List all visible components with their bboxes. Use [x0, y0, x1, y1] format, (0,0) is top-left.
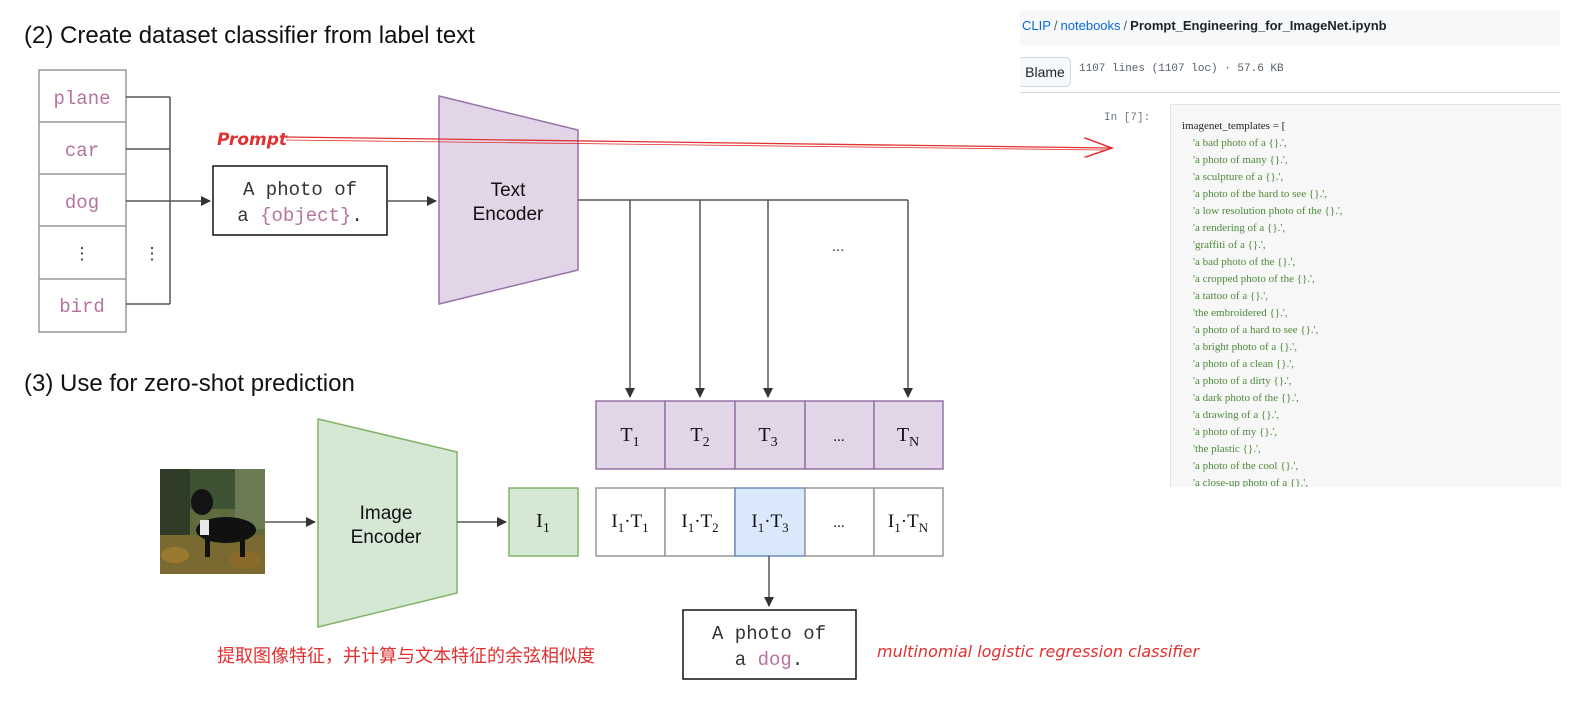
code-template-line: 'a low resolution photo of the {}.',: [1182, 205, 1343, 217]
template-lines: 'a bad photo of a {}.', 'a photo of many…: [1182, 135, 1343, 487]
similarity-ellipsis: ...: [833, 515, 844, 531]
image-encoder: Image Encoder: [317, 418, 458, 628]
code-template-line: 'a drawing of a {}.',: [1182, 409, 1279, 421]
code-template-line: 'a photo of my {}.',: [1182, 426, 1278, 438]
similarity-3-highlight: I1·T3: [751, 511, 788, 535]
code-template-line: 'a photo of a clean {}.',: [1182, 358, 1294, 370]
code-template-line: 'a tattoo of a {}.',: [1182, 290, 1269, 302]
code-template-line: 'a photo of the hard to see {}.',: [1182, 188, 1327, 200]
code-cell: imagenet_templates = [ 'a bad photo of a…: [1170, 104, 1561, 487]
text-feature-arrows: [578, 199, 913, 398]
section3-title: (3) Use for zero-shot prediction: [24, 370, 355, 397]
code-template-line: 'a cropped photo of the {}.',: [1182, 273, 1315, 285]
code-template-line: 'a close-up photo of a {}.',: [1182, 477, 1309, 487]
result-box: A photo of a dog.: [682, 609, 857, 680]
code-template-line: 'a bright photo of a {}.',: [1182, 341, 1298, 353]
prompt-template-line2: a {object}.: [237, 205, 362, 227]
label-ellipsis: ⋮: [74, 244, 91, 263]
label-connectors: [126, 96, 211, 305]
code-template-line: 'a photo of a dirty {}.',: [1182, 375, 1292, 387]
code-line-header: imagenet_templates = [: [1182, 120, 1286, 132]
image-feature: I1: [508, 487, 579, 557]
text-feature-row: T1 T2 T3 ... TN: [595, 400, 944, 470]
annotation-classifier: multinomial logistic regression classifi…: [877, 642, 1200, 661]
code-template-line: 'a photo of the cool {}.',: [1182, 460, 1299, 472]
code-template-line: 'a dark photo of the {}.',: [1182, 392, 1299, 404]
breadcrumb: CLIP/notebooks/Prompt_Engineering_for_Im…: [1022, 18, 1387, 33]
section2-title: (2) Create dataset classifier from label…: [24, 22, 475, 49]
text-encoder-line2: Encoder: [473, 204, 544, 225]
similarity-1: I1·T1: [611, 511, 648, 535]
prompt-template-line1: A photo of: [243, 179, 357, 201]
text-feature-2: T2: [690, 424, 709, 450]
similarity-2: I1·T2: [681, 511, 718, 535]
label-plane: plane: [53, 88, 110, 110]
annotation-prompt-arrow-stroke2: [285, 139, 1106, 151]
code-template-line: 'the plastic {}.',: [1182, 443, 1261, 455]
label-bird: bird: [59, 296, 105, 318]
code-template-line: 'a sculpture of a {}.',: [1182, 171, 1284, 183]
code-template-line: 'a photo of a hard to see {}.',: [1182, 324, 1319, 336]
text-feature-n: TN: [897, 424, 919, 450]
text-feature-1: T1: [620, 424, 639, 450]
image-encoder-line2: Encoder: [351, 527, 422, 548]
dog-photo: [160, 469, 265, 574]
blame-button[interactable]: Blame: [1020, 57, 1071, 87]
annotation-prompt: Prompt: [217, 130, 288, 150]
breadcrumb-repo-link[interactable]: CLIP: [1022, 18, 1051, 33]
code-template-line: 'a photo of many {}.',: [1182, 154, 1288, 166]
text-feature-ellipsis: ...: [833, 429, 844, 445]
annotation-prompt-arrow: [285, 136, 1112, 148]
text-encoder: Text Encoder: [438, 95, 579, 305]
result-line1: A photo of: [712, 623, 826, 645]
text-arrows-ellipsis: ...: [832, 238, 845, 255]
label-car: car: [65, 140, 99, 162]
result-line2: a dog.: [735, 649, 803, 671]
notebook-file-toolbar: Blame 1107 lines (1107 loc) · 57.6 KB: [1020, 50, 1560, 93]
image-encoder-line1: Image: [360, 503, 413, 524]
label-dog: dog: [65, 192, 99, 214]
prompt-template-box: A photo of a {object}.: [212, 165, 388, 236]
code-template-line: 'a rendering of a {}.',: [1182, 222, 1286, 234]
code-template-line: 'the embroidered {}.',: [1182, 307, 1288, 319]
notebook-breadcrumb-bar: CLIP/notebooks/Prompt_Engineering_for_Im…: [1020, 10, 1560, 46]
connector-ellipsis: ⋮: [144, 244, 161, 263]
text-encoder-line1: Text: [491, 180, 527, 201]
svg-text:I1: I1: [536, 510, 550, 536]
breadcrumb-folder-link[interactable]: notebooks: [1060, 18, 1121, 33]
text-feature-3: T3: [758, 424, 777, 450]
annotation-similarity: 提取图像特征，并计算与文本特征的余弦相似度: [217, 646, 595, 666]
similarity-n: I1·TN: [888, 511, 929, 535]
code-template-line: 'graffiti of a {}.',: [1182, 239, 1266, 251]
similarity-row: I1·T1 I1·T2 I1·T3 ... I1·TN: [595, 487, 944, 557]
code-template-line: 'a bad photo of the {}.',: [1182, 256, 1296, 268]
breadcrumb-file-name: Prompt_Engineering_for_ImageNet.ipynb: [1130, 18, 1387, 33]
label-stack: plane car dog ⋮ bird: [38, 69, 127, 333]
file-meta: 1107 lines (1107 loc) · 57.6 KB: [1079, 63, 1284, 75]
code-template-line: 'a bad photo of a {}.',: [1182, 137, 1287, 149]
code-block: imagenet_templates = [ 'a bad photo of a…: [1182, 118, 1343, 487]
cell-prompt: In [7]:: [1104, 112, 1151, 124]
